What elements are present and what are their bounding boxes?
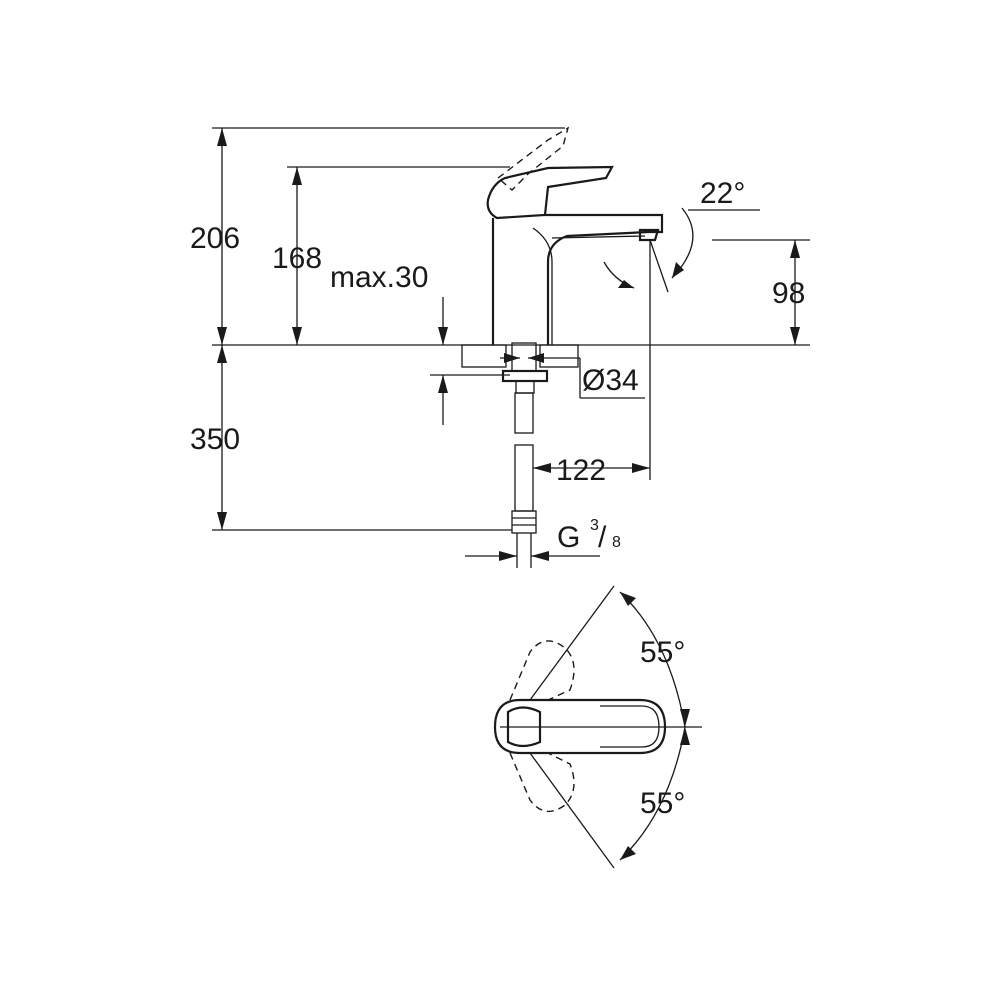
spout-height-label: 168 [272, 242, 322, 275]
dimension-98 [712, 239, 810, 345]
lever-right-rotation-outline [509, 752, 575, 813]
dimension-122 [533, 240, 651, 480]
dimension-168 [292, 167, 302, 345]
deck-section [461, 342, 579, 394]
dimension-350 [217, 345, 227, 530]
rotation-lower-angle [529, 726, 690, 869]
rotation-upper-angle [529, 585, 690, 728]
supply-hose [511, 392, 537, 568]
lever-tilt-label: 22° [700, 177, 745, 210]
lever-raised-outline [496, 126, 570, 191]
dimension-connection [465, 551, 600, 561]
connection-prefix-label: G [557, 521, 580, 554]
lever-left-rotation-outline [509, 640, 575, 701]
total-height-label: 206 [190, 222, 240, 255]
angle-22 [603, 207, 760, 293]
rotation-lower-label: 55° [640, 787, 685, 820]
faucet-body [491, 213, 664, 345]
max-thickness-label: max.30 [330, 261, 428, 294]
dimension-diameter [500, 353, 645, 399]
dimension-206 [217, 128, 227, 345]
top-view: 55° 55° [493, 585, 702, 869]
connection-numerator-label: 3 [590, 517, 599, 534]
side-view: 206 168 max.30 [190, 126, 810, 568]
rotation-upper-label: 55° [640, 636, 685, 669]
connection-slash-label: / [598, 521, 607, 554]
projection-label: 122 [556, 454, 606, 487]
max-thickness-arrows [430, 297, 510, 425]
hole-diameter-label: Ø34 [582, 364, 639, 397]
lever [486, 165, 614, 220]
spout-clearance-label: 98 [772, 277, 805, 310]
connection-denominator-label: 8 [612, 534, 621, 551]
hose-length-label: 350 [190, 423, 240, 456]
